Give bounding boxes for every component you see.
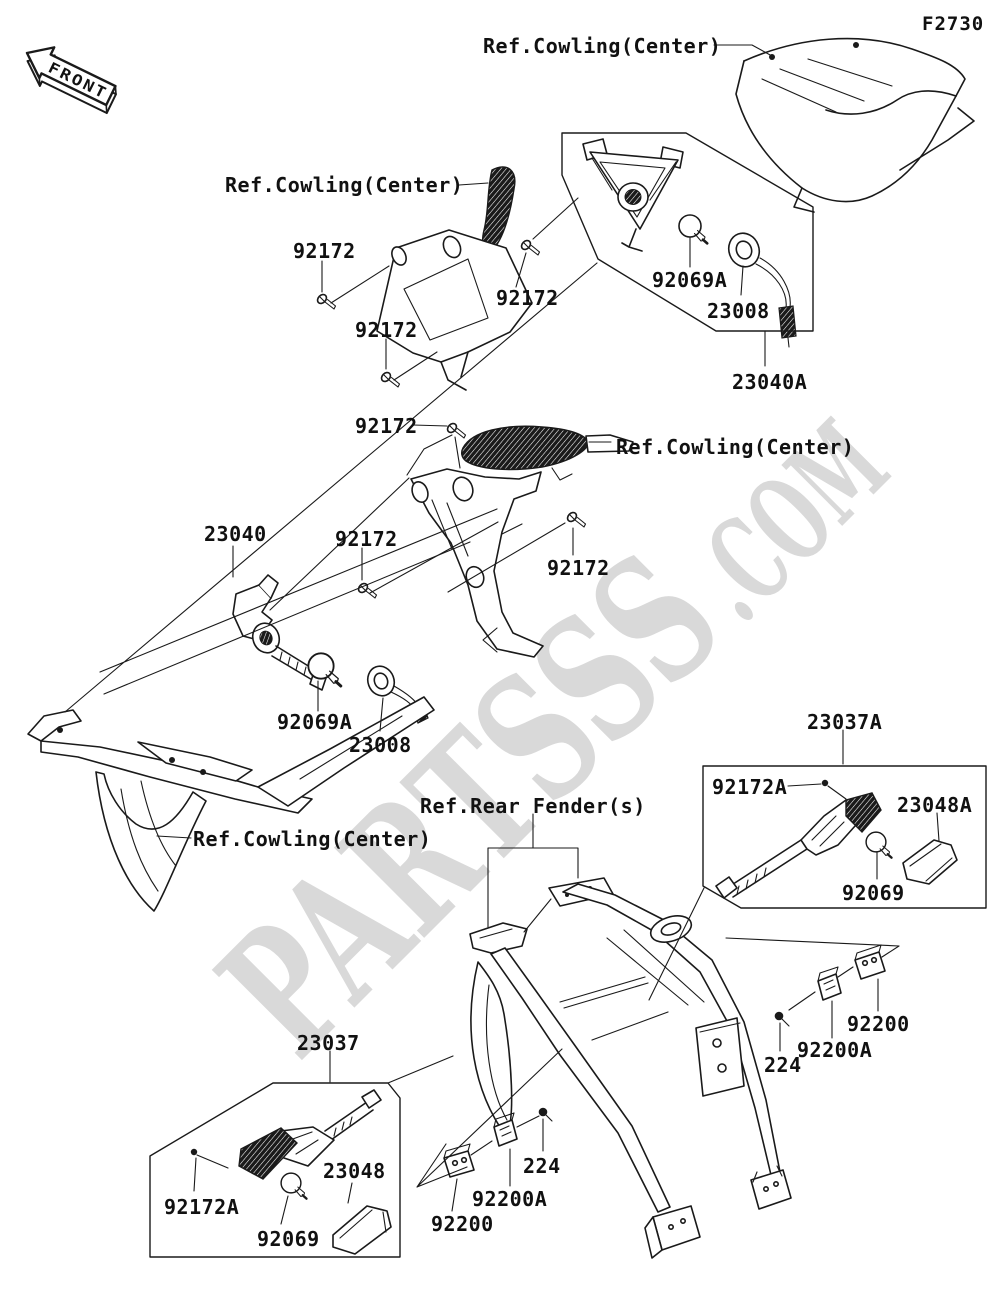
bulb-icon — [677, 213, 709, 245]
part-callout-23040: 23040 — [204, 522, 267, 546]
bulb-icon — [279, 1171, 308, 1200]
part-callout-92172: 92172 — [496, 286, 559, 310]
part-callout-23037A: 23037A — [807, 710, 882, 734]
figure-code: F2730 — [922, 13, 984, 35]
ref-label-rear-fender: Ref.Rear Fender(s) — [420, 794, 646, 818]
part-callout-92069A: 92069A — [277, 710, 352, 734]
part-callout-92172: 92172 — [355, 318, 418, 342]
ref-label-cowling-center: Ref.Cowling(Center) — [616, 435, 854, 459]
part-callout-23048A: 23048A — [897, 793, 972, 817]
part-callout-92200: 92200 — [847, 1012, 910, 1036]
part-callout-224: 224 — [764, 1053, 802, 1077]
cowling-stay-upper — [376, 229, 533, 391]
turn-signal-23037 — [190, 1089, 382, 1180]
part-callout-92172A: 92172A — [164, 1195, 239, 1219]
part-callout-23040A: 23040A — [732, 370, 807, 394]
part-callout-92172: 92172 — [355, 414, 418, 438]
screw-icon — [355, 580, 378, 599]
screw-icon — [314, 291, 337, 310]
lens-cover-23048 — [332, 1205, 392, 1255]
bulb-icon — [864, 830, 893, 859]
part-callout-92200: 92200 — [431, 1212, 494, 1236]
mid-signal-lens — [461, 425, 634, 481]
socket-harness-upper — [727, 232, 797, 348]
turn-signal-23037A — [715, 779, 882, 899]
part-callout-92200A: 92200A — [797, 1038, 872, 1062]
ref-label-cowling-center: Ref.Cowling(Center) — [193, 827, 431, 851]
part-callout-23048: 23048 — [323, 1159, 386, 1183]
part-callout-92172: 92172 — [335, 527, 398, 551]
leader-lines — [64, 44, 940, 1225]
front-direction-arrow: FRONT — [25, 46, 117, 115]
ref-label-cowling-center: Ref.Cowling(Center) — [225, 173, 463, 197]
part-callout-92172A: 92172A — [712, 775, 787, 799]
signal-bracket-assembly — [582, 138, 684, 252]
cowling-stay-mid — [410, 468, 544, 658]
part-callout-92069: 92069 — [257, 1227, 320, 1251]
fastener-group-right — [774, 944, 886, 1027]
kit-box-23037A — [702, 765, 987, 909]
cowling-grip-part — [482, 166, 516, 253]
part-callout-23008: 23008 — [707, 299, 770, 323]
kit-box-23037 — [149, 1082, 401, 1258]
part-callout-92172: 92172 — [293, 239, 356, 263]
part-callout-92200A: 92200A — [472, 1187, 547, 1211]
part-callout-92069A: 92069A — [652, 268, 727, 292]
ref-label-cowling-center: Ref.Cowling(Center) — [483, 34, 721, 58]
screw-icon — [444, 420, 467, 439]
screw-icon — [518, 237, 541, 256]
part-callout-92172: 92172 — [547, 556, 610, 580]
left-cowling-panel — [27, 696, 435, 912]
screw-icon — [564, 509, 587, 528]
part-callout-23037: 23037 — [297, 1031, 360, 1055]
fastener-group-center — [443, 1107, 553, 1178]
rear-cowling-part — [735, 37, 975, 213]
part-callout-224: 224 — [523, 1154, 561, 1178]
part-callout-92069: 92069 — [842, 881, 905, 905]
lens-cover-23048A — [902, 839, 958, 885]
watermark: PARTSSS .COM — [183, 395, 914, 1093]
part-callout-23008: 23008 — [349, 733, 412, 757]
labels: F2730 Ref.Cowling(Center) Ref.Cowling(Ce… — [164, 13, 984, 1251]
